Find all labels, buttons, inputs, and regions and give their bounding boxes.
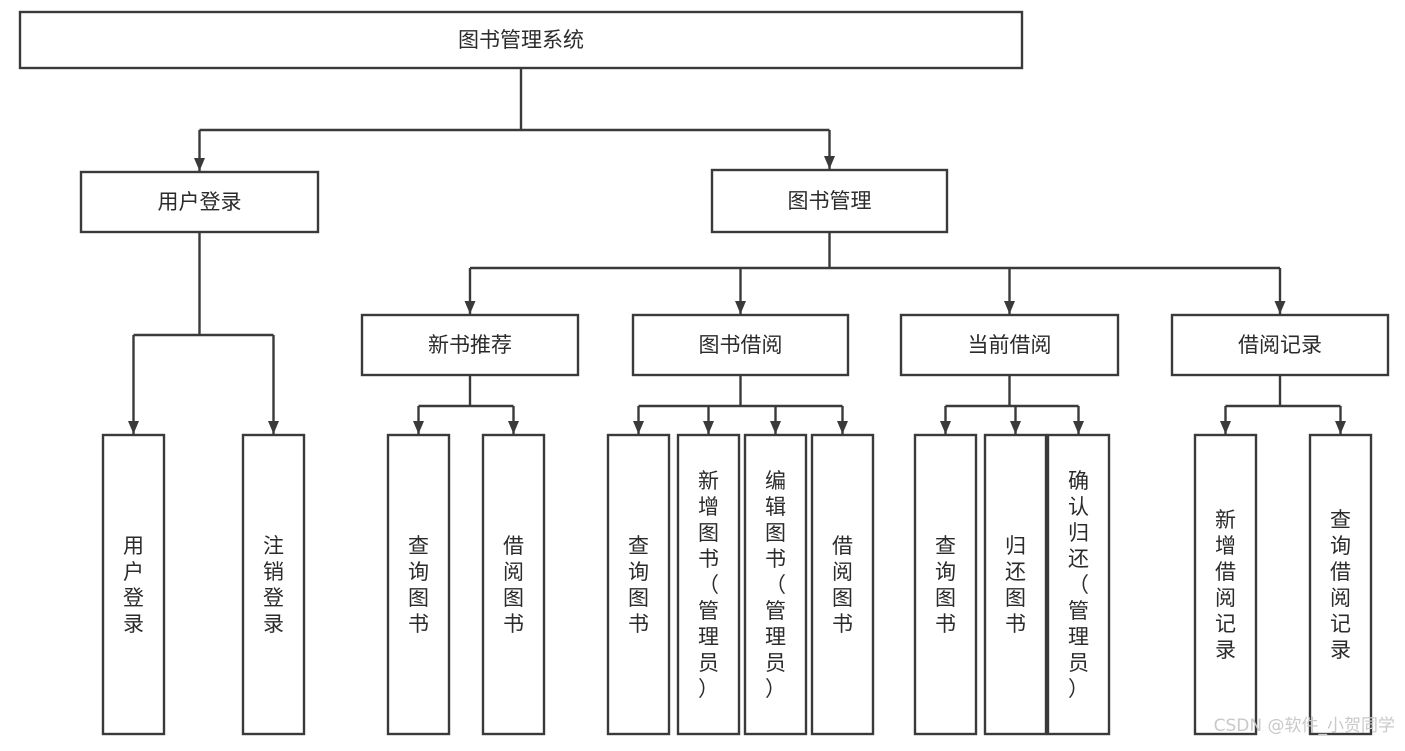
new-book-branch-arrow-1: [508, 421, 519, 434]
borrow-record-branch-arrow-1: [1335, 421, 1346, 434]
leaf-node-1-box[interactable]: [241, 433, 306, 736]
level2-node-1-label: 图书管理: [788, 189, 872, 213]
leaf-node-10-label: 确认归还（管理员）: [1068, 469, 1089, 701]
leaf-node-0-box[interactable]: [101, 433, 166, 736]
leaf-node-1-label: 注销登录: [263, 534, 284, 636]
root-branch-arrow-1: [824, 156, 835, 169]
user-login-branch-arrow-0: [128, 421, 139, 434]
level3-node-0[interactable]: 新书推荐: [360, 313, 580, 377]
leaf-node-5[interactable]: 新增图书（管理员）: [676, 433, 741, 736]
current-borrow-branch-arrow-0: [940, 421, 951, 434]
level3-node-1[interactable]: 图书借阅: [631, 313, 850, 377]
root-node-book-management-system-box[interactable]: [18, 10, 1024, 70]
level2-node-0[interactable]: 用户登录: [79, 170, 320, 234]
level2-node-0-label: 用户登录: [158, 190, 242, 214]
leaf-node-8[interactable]: 查询图书: [913, 433, 978, 736]
leaf-node-9[interactable]: 归还图书: [983, 433, 1048, 736]
csdn-watermark: CSDN @软件_小贺同学: [1214, 716, 1395, 736]
leaf-node-7-box[interactable]: [810, 433, 875, 736]
borrow-book-branch-arrow-0: [633, 421, 644, 434]
level3-node-3-label: 借阅记录: [1238, 333, 1322, 357]
borrow-book-branch-arrow-2: [770, 421, 781, 434]
level2-node-0-box[interactable]: [79, 170, 320, 234]
borrow-book-branch-arrow-3: [837, 421, 848, 434]
level3-node-0-box[interactable]: [360, 313, 580, 377]
leaf-node-8-box[interactable]: [913, 433, 978, 736]
leaf-node-11-label: 新增借阅记录: [1215, 508, 1236, 662]
leaf-node-2-box[interactable]: [386, 433, 451, 736]
leaf-node-4-label: 查询图书: [628, 534, 649, 636]
root-node-book-management-system-label: 图书管理系统: [458, 28, 584, 52]
root-branch-arrow-0: [194, 158, 205, 171]
leaf-node-12[interactable]: 查询借阅记录: [1308, 433, 1373, 736]
book-mgmt-branch-arrow-3: [1274, 301, 1286, 314]
level3-node-1-label: 图书借阅: [699, 333, 783, 357]
new-book-branch-arrow-0: [413, 421, 424, 434]
leaf-node-6[interactable]: 编辑图书（管理员）: [743, 433, 808, 736]
leaf-node-0-label: 用户登录: [123, 534, 144, 636]
leaf-node-6-box[interactable]: [743, 433, 808, 736]
current-borrow-branch-arrow-2: [1073, 421, 1084, 434]
leaf-node-8-label: 查询图书: [935, 534, 956, 636]
level3-node-1-box[interactable]: [631, 313, 850, 377]
level2-node-1[interactable]: 图书管理: [710, 168, 949, 234]
level2-node-1-box[interactable]: [710, 168, 949, 234]
level3-node-2-label: 当前借阅: [968, 333, 1052, 357]
leaf-node-5-label: 新增图书（管理员）: [698, 469, 719, 701]
leaf-node-7-label: 借阅图书: [832, 534, 853, 636]
leaf-node-10[interactable]: 确认归还（管理员）: [1046, 433, 1111, 736]
level3-node-2-box[interactable]: [899, 313, 1120, 377]
leaf-node-10-box[interactable]: [1046, 433, 1111, 736]
leaf-node-12-label: 查询借阅记录: [1330, 508, 1351, 662]
level3-node-0-label: 新书推荐: [428, 333, 512, 357]
leaf-node-5-box[interactable]: [676, 433, 741, 736]
leaf-node-6-label: 编辑图书（管理员）: [765, 469, 786, 701]
leaf-node-11[interactable]: 新增借阅记录: [1193, 433, 1258, 736]
leaf-node-3[interactable]: 借阅图书: [481, 433, 546, 736]
leaf-node-3-label: 借阅图书: [503, 534, 524, 636]
level3-node-3[interactable]: 借阅记录: [1170, 313, 1390, 377]
current-borrow-branch-arrow-1: [1010, 421, 1021, 434]
root-node-book-management-system[interactable]: 图书管理系统: [18, 10, 1024, 70]
leaf-node-9-label: 归还图书: [1005, 534, 1026, 636]
book-mgmt-branch-arrow-0: [464, 301, 476, 314]
leaf-node-11-box[interactable]: [1193, 433, 1258, 736]
connector-lines-layer: [128, 68, 1346, 434]
leaf-node-12-box[interactable]: [1308, 433, 1373, 736]
level3-node-3-box[interactable]: [1170, 313, 1390, 377]
leaf-node-9-box[interactable]: [983, 433, 1048, 736]
borrow-record-branch-arrow-0: [1220, 421, 1231, 434]
leaf-node-2-label: 查询图书: [408, 534, 429, 636]
leaf-node-4-box[interactable]: [606, 433, 671, 736]
leaf-node-7[interactable]: 借阅图书: [810, 433, 875, 736]
book-mgmt-branch-arrow-1: [735, 301, 746, 314]
borrow-book-branch-arrow-1: [703, 421, 714, 434]
book-mgmt-branch-arrow-2: [1004, 301, 1015, 314]
node-boxes-layer: 图书管理系统用户登录图书管理新书推荐图书借阅当前借阅借阅记录用户登录注销登录查询…: [18, 10, 1390, 736]
leaf-node-0[interactable]: 用户登录: [101, 433, 166, 736]
leaf-node-1[interactable]: 注销登录: [241, 433, 306, 736]
leaf-node-2[interactable]: 查询图书: [386, 433, 451, 736]
leaf-node-3-box[interactable]: [481, 433, 546, 736]
level3-node-2[interactable]: 当前借阅: [899, 313, 1120, 377]
user-login-branch-arrow-1: [268, 421, 279, 434]
leaf-node-4[interactable]: 查询图书: [606, 433, 671, 736]
